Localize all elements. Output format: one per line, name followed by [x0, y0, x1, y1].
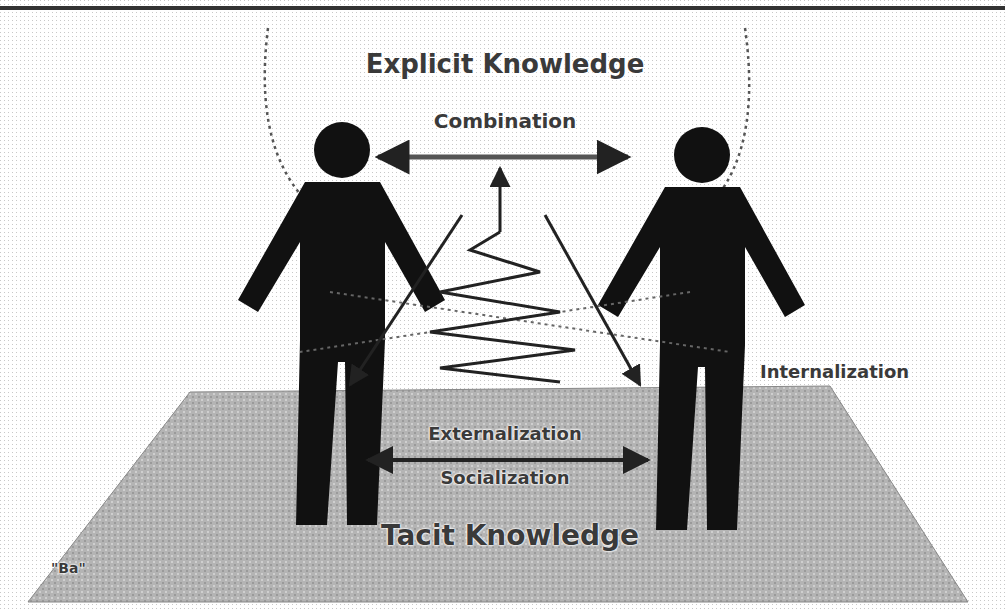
spiral-arrow	[499, 168, 502, 232]
internalization-arrow	[350, 215, 462, 385]
knowledge-spiral	[430, 232, 575, 382]
mode-label: Externalization	[425, 424, 584, 445]
mode-label: Combination	[431, 110, 580, 133]
mode-label: Internalization	[757, 362, 912, 383]
region-title: Explicit Knowledge	[363, 50, 648, 80]
top-rule	[0, 6, 1005, 10]
ba-floor	[28, 386, 968, 602]
mode-label: Socialization	[437, 468, 572, 489]
region-title: Tacit Knowledge	[378, 520, 642, 552]
person-figure	[238, 122, 445, 525]
internalization-arrow	[545, 215, 640, 385]
socialization-arrow	[368, 458, 648, 462]
person-figure	[598, 127, 805, 530]
combination-arrow	[378, 155, 628, 160]
note-label: "Ba"	[48, 560, 89, 576]
